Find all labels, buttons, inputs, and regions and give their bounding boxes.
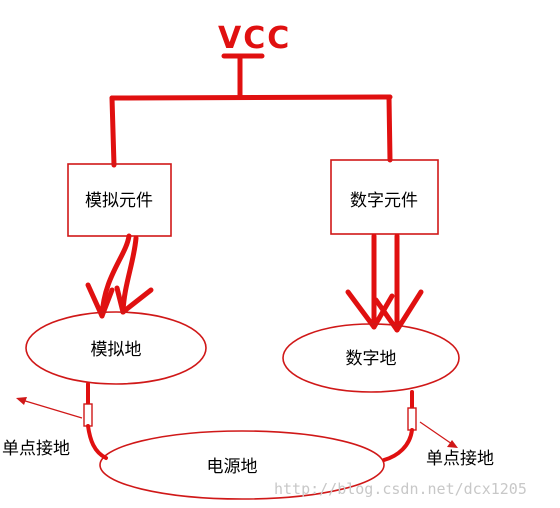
single-point-ground-right-label: 单点接地 [426,449,494,469]
analog-current-arrows [85,233,154,319]
analog-ground-label: 模拟地 [91,340,142,360]
left-ground-resistor [83,403,93,427]
right-ground-link [382,390,458,462]
digital-current-arrows [345,233,424,333]
digital-component-label: 数字元件 [350,191,418,211]
digital-component-box [330,159,439,235]
left-ground-link [16,382,108,460]
left-pointer-arrowhead [16,397,27,405]
left-pointer-line [21,399,83,419]
power-ground-label: 电源地 [207,457,258,477]
right-pointer-line [419,421,453,445]
left-feed-wire [109,95,117,168]
digital-ground-ellipse [282,323,460,393]
right-ground-resistor [407,407,417,431]
single-point-ground-left-label: 单点接地 [2,439,70,459]
power-ground-ellipse [99,430,385,500]
right-pointer-arrowhead [447,440,458,448]
vcc-label: VCC [218,21,291,56]
watermark: http://blog.csdn.net/dcx1205 [274,480,527,498]
analog-component-box [67,163,172,237]
digital-ground-label: 数字地 [346,349,397,369]
main-bus [109,94,393,101]
analog-ground-ellipse [25,311,207,385]
analog-component-label: 模拟元件 [85,191,153,211]
power-rail [109,53,393,168]
right-feed-wire [386,94,393,163]
